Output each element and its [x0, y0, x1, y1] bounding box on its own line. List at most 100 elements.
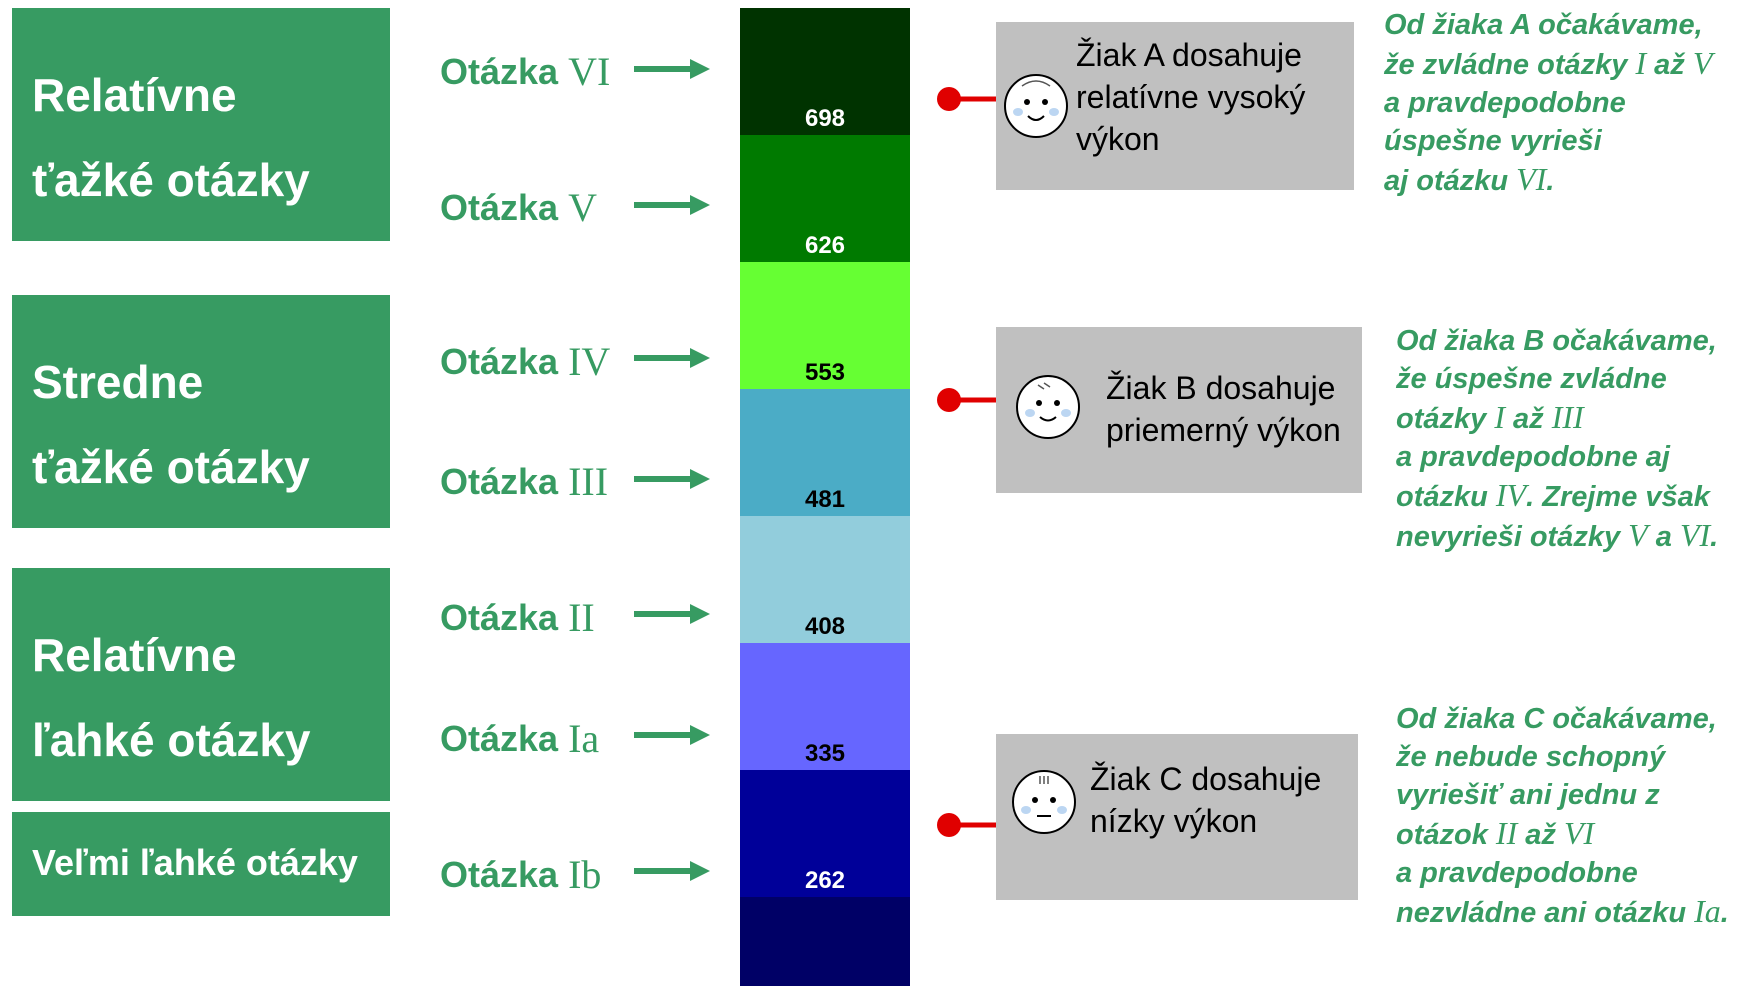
student-a-line3: výkon — [1076, 121, 1160, 157]
scale-value: 335 — [804, 740, 846, 767]
roman-numeral: V — [1628, 517, 1648, 553]
scale-band: 262 — [740, 770, 910, 897]
note-b-line2: že úspešne zvládne — [1396, 363, 1667, 395]
question-prefix: Otázka — [440, 596, 559, 638]
scale-value: 408 — [804, 613, 846, 640]
scale-band — [740, 897, 910, 986]
note-b-line6: nevyrieši otázky V a VI. — [1396, 516, 1718, 556]
smiley-face-icon — [1016, 375, 1080, 439]
note-a-line3: a pravdepodobne — [1384, 87, 1626, 119]
question-number: II — [568, 595, 595, 640]
note-a-line5: aj otázku VI. — [1384, 160, 1712, 200]
note-text: otázok — [1396, 819, 1496, 851]
note-c-line1: Od žiaka C očakávame, — [1396, 703, 1717, 735]
note-text: otázku — [1396, 481, 1496, 513]
smiley-face-icon — [1004, 74, 1068, 138]
category-easy: Relatívne ľahké otázky — [12, 568, 390, 801]
scale-value: 553 — [804, 359, 846, 386]
note-text: že zvládne otázky — [1384, 49, 1636, 81]
note-a-line1: Od žiaka A očakávame, — [1384, 9, 1703, 41]
question-prefix: Otázka — [440, 853, 559, 895]
question-prefix: Otázka — [440, 460, 559, 502]
student-a-line1: Žiak A dosahuje — [1076, 37, 1302, 73]
arrow-icon — [634, 348, 710, 368]
category-hard-line2: ťažké otázky — [32, 154, 310, 206]
arrow-icon — [634, 469, 710, 489]
pin-b — [937, 388, 996, 412]
question-prefix: Otázka — [440, 717, 559, 759]
note-text: nezvládne ani otázku — [1396, 897, 1695, 929]
category-medium-line1: Stredne — [32, 356, 204, 408]
arrow-icon — [634, 604, 710, 624]
student-b-line2: priemerný výkon — [1106, 412, 1341, 448]
note-a-line2: že zvládne otázky I až V — [1384, 44, 1712, 84]
category-very-easy-label: Veľmi ľahké otázky — [32, 842, 358, 883]
note-a-line4: úspešne vyrieši — [1384, 125, 1602, 157]
roman-numeral: VI — [1563, 815, 1595, 851]
scale-value: 481 — [804, 486, 846, 513]
question-prefix: Otázka — [440, 50, 559, 92]
note-a: Od žiaka A očakávame, že zvládne otázky … — [1384, 6, 1712, 200]
student-a-text: Žiak A dosahuje relatívne vysoký výkon — [1076, 34, 1305, 160]
question-prefix: Otázka — [440, 186, 559, 228]
roman-numeral: VI — [1679, 517, 1711, 553]
arrow-icon — [634, 195, 710, 215]
scale-band: 481 — [740, 389, 910, 516]
category-medium-line2: ťažké otázky — [32, 441, 310, 493]
note-text: otázky — [1396, 403, 1495, 435]
pin-a — [937, 87, 996, 111]
note-text: až — [1504, 403, 1552, 435]
student-c-text: Žiak C dosahuje nízky výkon — [1090, 758, 1321, 842]
note-text: až — [1517, 819, 1564, 851]
arrow-icon — [634, 59, 710, 79]
question-prefix: Otázka — [440, 340, 559, 382]
note-text: a — [1647, 521, 1680, 553]
note-text: . — [1546, 165, 1555, 197]
question-number: III — [568, 459, 609, 504]
category-hard-line1: Relatívne — [32, 69, 237, 121]
note-b: Od žiaka B očakávame, že úspešne zvládne… — [1396, 322, 1718, 556]
note-text: nevyrieši otázky — [1396, 521, 1629, 553]
note-c-line6: nezvládne ani otázku Ia. — [1396, 892, 1729, 932]
question-number: V — [568, 185, 597, 230]
roman-numeral: III — [1551, 399, 1584, 435]
note-text: . — [1710, 521, 1719, 553]
note-text: aj otázku — [1384, 165, 1517, 197]
roman-numeral: VI — [1516, 161, 1547, 197]
note-c-line4: otázok II až VI — [1396, 814, 1729, 854]
scale-band: 698 — [740, 8, 910, 135]
pin-c — [937, 813, 996, 837]
student-c-line1: Žiak C dosahuje — [1090, 761, 1322, 797]
note-b-line3: otázky I až III — [1396, 398, 1718, 438]
student-a-line2: relatívne vysoký — [1076, 79, 1306, 115]
note-text: . Zrejme však — [1526, 481, 1710, 513]
note-b-line5: otázku IV. Zrejme však — [1396, 476, 1718, 516]
roman-numeral: I — [1635, 45, 1647, 81]
student-b-text: Žiak B dosahuje priemerný výkon — [1106, 367, 1341, 451]
roman-numeral: IV — [1495, 477, 1527, 513]
scale-band: 626 — [740, 135, 910, 262]
student-a-box: Žiak A dosahuje relatívne vysoký výkon — [996, 22, 1354, 190]
note-text: až — [1646, 49, 1693, 81]
category-medium: Stredne ťažké otázky — [12, 295, 390, 528]
note-text: . — [1720, 897, 1729, 929]
student-c-line2: nízky výkon — [1090, 803, 1258, 839]
question-number: IV — [568, 339, 611, 384]
scale-value: 262 — [804, 867, 846, 894]
category-easy-line1: Relatívne — [32, 629, 237, 681]
roman-numeral: V — [1692, 45, 1713, 81]
note-c-line3: vyriešiť ani jednu z — [1396, 779, 1660, 811]
note-b-line1: Od žiaka B očakávame, — [1396, 325, 1717, 357]
student-b-line1: Žiak B dosahuje — [1106, 370, 1336, 406]
roman-numeral: Ia — [1694, 893, 1721, 929]
category-hard: Relatívne ťažké otázky — [12, 8, 390, 241]
note-c: Od žiaka C očakávame, že nebude schopný … — [1396, 700, 1729, 932]
scale-value: 698 — [804, 105, 846, 132]
note-b-line4: a pravdepodobne aj — [1396, 441, 1670, 473]
